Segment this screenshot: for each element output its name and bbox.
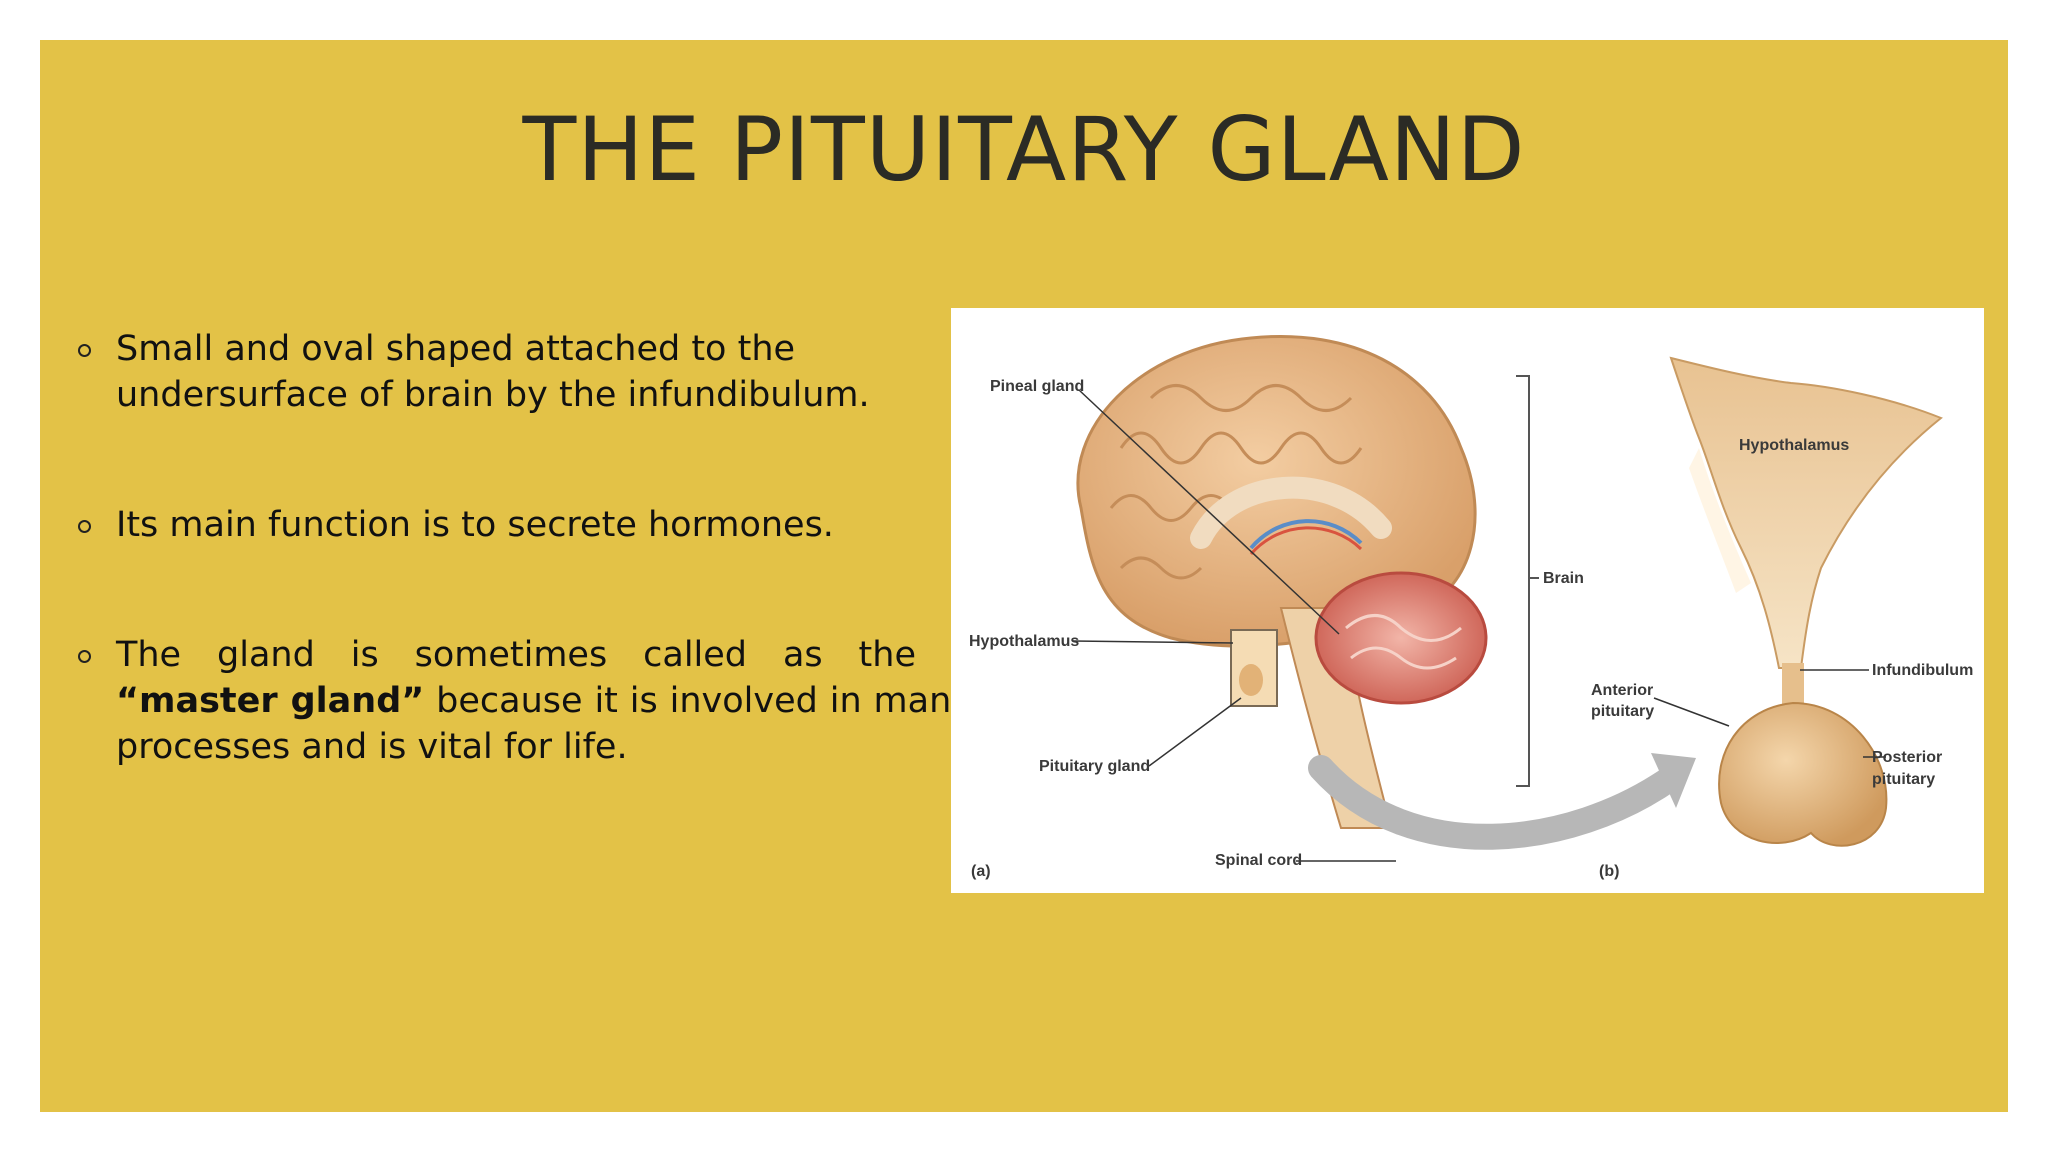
bullet-item: Its main function is to secrete hormones… [72, 502, 972, 548]
label-anterior-pituitary: Anterior [1591, 682, 1653, 699]
anatomy-illustration: Pineal gland Hypothalamus Pituitary glan… [969, 335, 1973, 880]
label-hypothalamus: Hypothalamus [969, 633, 1079, 650]
brain-drawing [1076, 335, 1488, 829]
slide-title: THE PITUITARY GLAND [522, 98, 1526, 201]
label-pituitary-gland: Pituitary gland [1039, 758, 1150, 775]
label-panel-b: (b) [1599, 863, 1619, 880]
brain-pituitary-figure: Pineal gland Hypothalamus Pituitary glan… [951, 308, 1984, 893]
bullet-text: Small and oval shaped attached to the un… [116, 329, 870, 415]
label-posterior-pituitary: Posterior [1872, 749, 1942, 766]
bullet-circle-icon [78, 520, 91, 533]
bullet-text: The gland is sometimes called as the [116, 635, 916, 675]
bullet-item: Small and oval shaped attached to the un… [72, 326, 972, 418]
label-brain: Brain [1543, 570, 1584, 587]
label-panel-a: (a) [971, 863, 991, 880]
bullet-circle-icon [78, 344, 91, 357]
bullet-text: because it is involved in many processes… [116, 681, 972, 767]
bullet-item: The gland is sometimes called as the “mas… [72, 632, 972, 770]
label-infundibulum: Infundibulum [1872, 662, 1973, 679]
label-hypothalamus-closeup: Hypothalamus [1739, 437, 1849, 454]
bullet-text: Its main function is to secrete hormones… [116, 505, 834, 545]
label-spinal-cord: Spinal cord [1215, 852, 1302, 869]
pituitary-drawing [1653, 356, 1943, 847]
label-anterior-pituitary: pituitary [1591, 703, 1654, 720]
bullet-bold-text: “master gland” [116, 681, 425, 721]
slide: THE PITUITARY GLAND Small and oval shape… [40, 40, 2008, 1112]
label-pineal-gland: Pineal gland [990, 378, 1084, 395]
arrow-icon [1308, 755, 1684, 850]
label-posterior-pituitary: pituitary [1872, 771, 1935, 788]
bullet-list: Small and oval shaped attached to the un… [72, 326, 972, 770]
bullet-circle-icon [78, 650, 91, 663]
